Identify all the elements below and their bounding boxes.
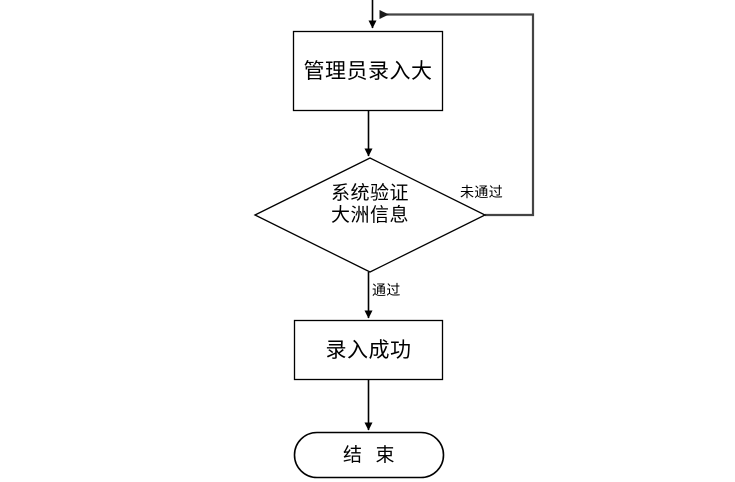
end-terminal-shape[interactable]	[293, 431, 445, 479]
edge-label-fail: 未通过	[460, 185, 504, 201]
node-end-terminal[interactable]	[294, 432, 444, 478]
input-box-shape[interactable]	[292, 30, 444, 112]
edge-fail	[379, 10, 535, 217]
decision-diamond-shape[interactable]	[253, 157, 487, 273]
node-success-box[interactable]	[294, 320, 443, 380]
node-input-box[interactable]	[293, 31, 443, 111]
success-box-shape[interactable]	[293, 319, 444, 381]
node-decision[interactable]	[255, 158, 485, 272]
edge-label-pass: 通过	[372, 283, 401, 299]
edge-fail-path	[379, 10, 535, 217]
